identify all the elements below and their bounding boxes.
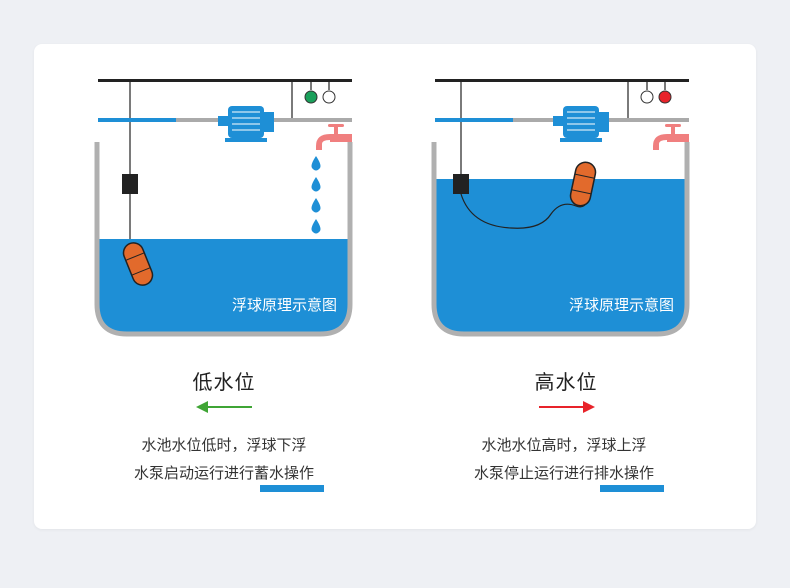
indicator-light-off <box>322 90 336 104</box>
high-level-description-1: 水池水位高时，浮球上浮 <box>481 436 647 454</box>
arrow-right-icon <box>539 401 595 413</box>
control-wire <box>435 79 689 82</box>
indicator-light-off <box>640 90 654 104</box>
diagram-caption: 浮球原理示意图 <box>232 296 337 314</box>
low-level-title: 低水位 <box>192 370 256 394</box>
faucet-icon <box>316 124 352 150</box>
relay-wire <box>272 82 293 121</box>
low-water-diagram: 浮球原理示意图 <box>94 79 353 337</box>
indicator-light-green <box>304 90 318 104</box>
diagram-caption: 浮球原理示意图 <box>569 296 674 314</box>
high-level-underline <box>600 485 664 492</box>
water-pump <box>218 106 274 142</box>
float-cable-slack <box>460 193 590 229</box>
arrow-left-icon <box>196 401 252 413</box>
water-tank <box>94 142 353 337</box>
low-level-underline <box>260 485 324 492</box>
counterweight <box>122 174 138 194</box>
high-water-diagram: 浮球原理示意图 <box>431 79 690 337</box>
faucet-icon <box>653 124 689 150</box>
pipe <box>98 118 176 122</box>
relay-wire <box>607 82 629 121</box>
low-level-description-2: 水泵启动运行进行蓄水操作 <box>133 464 314 482</box>
content-card: 浮球原理示意图 <box>34 44 756 529</box>
water-pump <box>553 106 609 142</box>
water-tank <box>431 142 690 337</box>
counterweight <box>453 174 469 194</box>
float-ball <box>122 242 154 286</box>
control-wire <box>98 79 352 82</box>
float-ball <box>569 161 597 207</box>
low-level-description-1: 水池水位低时，浮球下浮 <box>141 436 307 454</box>
water-drops <box>311 156 321 234</box>
pipe <box>435 118 513 122</box>
high-level-description-2: 水泵停止运行进行排水操作 <box>473 464 654 482</box>
indicator-light-red <box>658 90 672 104</box>
high-level-title: 高水位 <box>534 370 598 394</box>
